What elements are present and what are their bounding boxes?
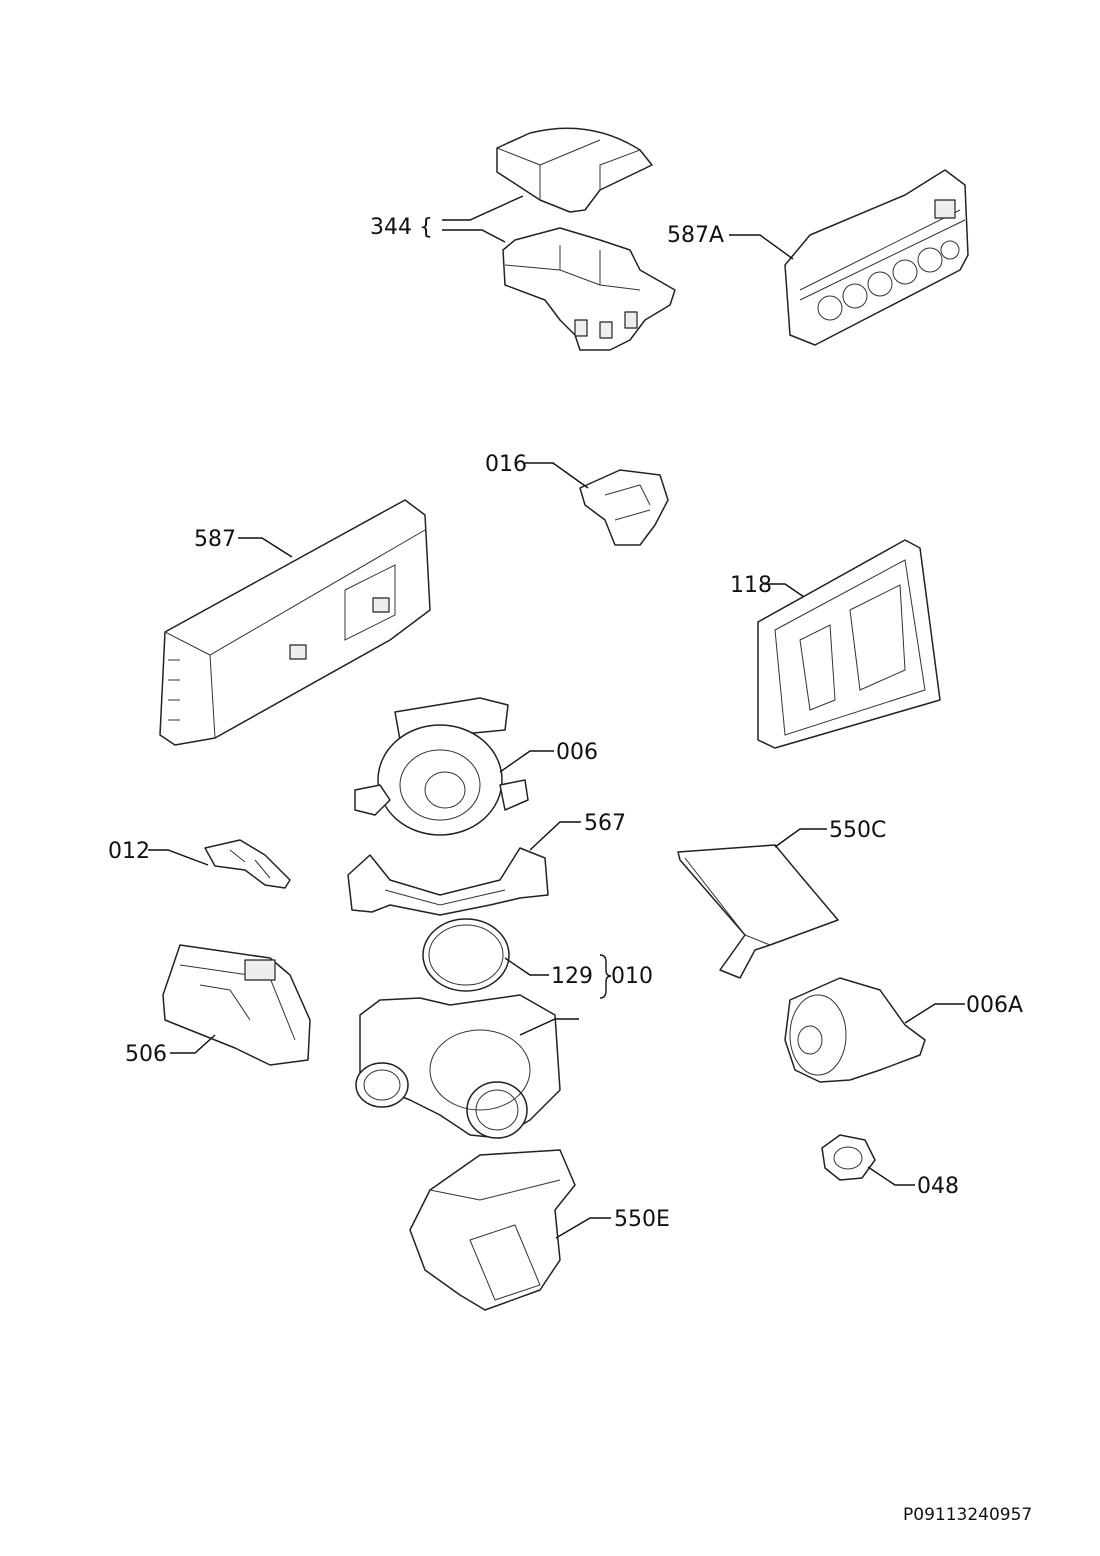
part-016-switch [579,469,669,546]
part-129-gasket [422,918,510,992]
leader-lines [148,195,965,1239]
part-010-heat-pump [355,994,561,1139]
callout-006A: 006A [966,993,1023,1018]
callout-048: 048 [917,1174,959,1199]
callout-012: 012 [108,839,150,864]
callout-550C: 550C [829,818,886,843]
part-587-power-module [159,499,431,746]
part-006-pump-head [354,697,529,836]
callout-006: 006 [556,740,598,765]
callout-344: 344 { [370,215,433,240]
callout-550E: 550E [614,1207,670,1232]
callout-567: 567 [584,811,626,836]
part-567-bracket [347,847,549,916]
callout-016: 016 [485,452,527,477]
callout-506: 506 [125,1042,167,1067]
part-506-softener [162,944,311,1066]
part-550E-cover [409,1149,576,1311]
callout-587: 587 [194,527,236,552]
brace-010 [599,954,612,999]
part-118-dispenser [757,539,941,749]
callout-129: 129 [551,964,593,989]
callout-118: 118 [730,573,772,598]
part-587A-control-board [784,169,969,346]
callout-010: 010 [611,964,653,989]
part-550C-cover [677,844,839,979]
part-048-pressure-sensor [821,1134,876,1181]
part-344-connector-block [502,227,676,351]
part-006A-drain-pump [784,977,926,1083]
document-number: P09113240957 [903,1505,1032,1525]
callout-587A: 587A [667,223,724,248]
callout-labels: 344 { 587A 016 587 118 006 567 012 550C … [108,215,1023,1232]
part-012-sensor [204,839,291,889]
part-344-cover [496,127,653,213]
